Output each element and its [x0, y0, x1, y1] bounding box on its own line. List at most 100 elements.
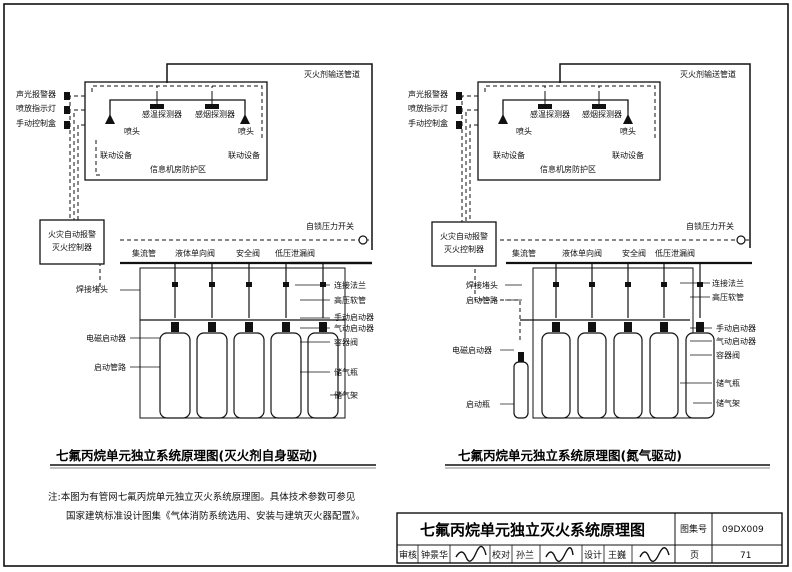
container-valve-icon [282, 322, 290, 332]
designer-name: 王巍 [608, 550, 626, 561]
right-flange-label: 连接法兰 [712, 278, 744, 288]
fire-controller-box [431, 221, 497, 267]
left-controller-line2: 灭火控制器 [52, 242, 92, 252]
checker-signature [545, 547, 574, 562]
left-check-valve-label: 液体单向阀 [175, 248, 215, 258]
right-alarm-label: 声光报警器 [408, 89, 448, 99]
right-linkage-label: 联动设备 [612, 150, 644, 160]
cylinder-bank [541, 263, 715, 419]
storage-cylinder [307, 332, 339, 419]
check-label: 校对 [492, 549, 510, 561]
right-safety-valve-label: 安全阀 [622, 248, 646, 258]
title-block-title: 七氟丙烷单元独立灭火系统原理图 [420, 521, 645, 539]
left-caption: 七氟丙烷单元独立系统原理图(灭火剂自身驱动) [56, 448, 317, 463]
left-smoke-detector-label: 感烟探测器 [195, 109, 235, 119]
right-manual-starter-label: 手动启动器 [716, 323, 756, 333]
designer-signature [639, 547, 670, 562]
right-linkage-label: 联动设备 [493, 150, 525, 160]
container-valve-icon [696, 322, 704, 332]
left-pipe-label: 灭火剂输送管道 [304, 69, 360, 79]
nozzle-icon [623, 114, 633, 124]
left-protected-area: 信息机房防护区 [150, 164, 206, 174]
check-valve-icon [589, 282, 595, 287]
pressure-switch-icon [736, 235, 746, 245]
left-pressure-switch-label: 自锁压力开关 [306, 221, 354, 231]
left-diagram [39, 63, 376, 469]
storage-cylinder [270, 332, 302, 419]
temp-detector-icon [538, 104, 552, 109]
page-label: 页 [690, 550, 699, 561]
container-valve-icon [319, 322, 327, 332]
left-manual-starter-label: 手动启动器 [334, 312, 374, 322]
checker-name: 孙兰 [516, 549, 534, 561]
left-linkage-label: 联动设备 [100, 150, 132, 160]
left-linkage-label: 联动设备 [228, 150, 260, 160]
leader-lines [120, 284, 345, 396]
right-smoke-detector-label: 感烟探测器 [582, 109, 622, 119]
pressure-switch-icon [358, 235, 368, 245]
check-valve-icon [625, 282, 631, 287]
storage-cylinder [233, 332, 265, 419]
right-container-valve-label: 容器阀 [716, 350, 740, 360]
storage-cylinder [541, 332, 571, 419]
left-alarm-label: 声光报警器 [16, 89, 56, 99]
container-valve-icon [208, 322, 216, 332]
left-solenoid-label: 电磁启动器 [86, 333, 126, 343]
left-spray-light-label: 喷放指示灯 [16, 103, 56, 113]
check-valve-icon [553, 282, 559, 287]
nozzle-pipe [502, 99, 629, 110]
page-number: 71 [740, 551, 751, 561]
left-manual-label: 手动控制盒 [16, 118, 56, 128]
nozzle-icon [498, 114, 508, 124]
container-valve-icon [552, 322, 560, 332]
check-valve-icon [246, 282, 252, 287]
right-hose-label: 高压软管 [712, 292, 744, 302]
cylinder-bank [159, 263, 339, 419]
storage-cylinder [577, 332, 607, 419]
left-cylinder-label: 储气瓶 [334, 367, 358, 377]
protected-room [477, 81, 661, 181]
left-manifold-label: 集流管 [132, 248, 156, 258]
right-weld-plug-label: 焊接堵头 [466, 280, 498, 290]
nozzle-icon [240, 114, 250, 124]
right-pipe-label: 灭火剂输送管道 [680, 69, 736, 79]
check-valve-icon [209, 282, 215, 287]
atlas-number: 09DX009 [722, 525, 764, 535]
container-valve-icon [245, 322, 253, 332]
smoke-detector-icon [592, 104, 606, 109]
left-temp-detector-label: 感温探测器 [142, 109, 182, 119]
right-gas-starter-label: 气动启动器 [716, 336, 756, 346]
left-rack-label: 储气架 [334, 390, 358, 400]
left-safety-valve-label: 安全阀 [236, 248, 260, 258]
right-check-valve-label: 液体单向阀 [562, 248, 602, 258]
right-start-pipe-label: 启动管路 [466, 295, 498, 305]
storage-cylinder [159, 332, 191, 419]
right-protected-area: 信息机房防护区 [540, 164, 596, 174]
storage-cylinder [613, 332, 643, 419]
left-nozzle-label: 喷头 [124, 126, 140, 136]
left-container-valve-label: 容器阀 [334, 337, 358, 347]
delivery-pipe [559, 63, 751, 248]
right-manifold-label: 集流管 [512, 248, 536, 258]
storage-cylinder [685, 332, 715, 419]
temp-detector-icon [150, 104, 164, 109]
design-label: 设计 [584, 549, 602, 561]
smoke-detector-icon [205, 104, 219, 109]
right-solenoid-label: 电磁启动器 [452, 345, 492, 355]
sheet-frame [3, 3, 789, 567]
container-valve-icon [171, 322, 179, 332]
right-nozzle-label: 喷头 [620, 126, 636, 136]
atlas-label: 图集号 [680, 523, 707, 535]
control-wiring [461, 85, 750, 340]
left-controller-line1: 火灾自动报警 [48, 229, 96, 239]
storage-cylinder [196, 332, 228, 419]
right-diagram [431, 63, 770, 469]
protected-room [84, 81, 268, 181]
leader-lines [500, 282, 712, 405]
note-line2: 国家建筑标准设计图集《气体消防系统选用、安装与建筑灭火器配置》。 [66, 510, 365, 522]
right-controller-line1: 火灾自动报警 [440, 231, 488, 241]
container-valve-icon [660, 322, 668, 332]
note-line1: 注:本图为有管网七氟丙烷单元独立灭火系统原理图。具体技术参数可参见 [48, 491, 355, 503]
